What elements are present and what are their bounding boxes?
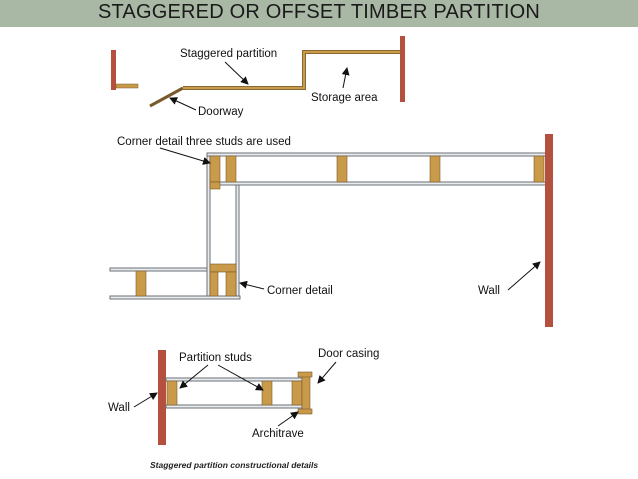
- stud: [166, 380, 178, 406]
- stud: [336, 155, 348, 183]
- label-corner-detail: Corner detail: [267, 285, 333, 297]
- door-casing: [301, 374, 311, 412]
- stud: [225, 271, 237, 297]
- label-wall-right: Wall: [478, 285, 500, 297]
- label-architrave: Architrave: [252, 428, 304, 440]
- wall-right: [545, 134, 553, 327]
- label-doorway: Doorway: [198, 106, 244, 118]
- stud: [291, 380, 303, 406]
- stud: [429, 155, 441, 183]
- corner-detail-drawing: [109, 134, 553, 327]
- stud: [135, 270, 147, 297]
- plan-stub: [115, 83, 139, 89]
- label-corner-three-studs: Corner detail three studs are used: [117, 136, 291, 148]
- stud: [209, 263, 237, 273]
- door-end-drawing: [158, 350, 313, 445]
- title-bar: [0, 0, 638, 27]
- label-partition-studs: Partition studs: [179, 352, 252, 364]
- label-storage-area: Storage area: [311, 92, 378, 104]
- architrave-left: [297, 371, 313, 378]
- plan-view: [111, 36, 405, 108]
- stud: [261, 380, 273, 406]
- architrave-right: [297, 408, 313, 415]
- stud: [533, 155, 545, 183]
- label-staggered-partition: Staggered partition: [180, 48, 277, 60]
- stud: [209, 155, 221, 183]
- wall-left: [158, 350, 166, 445]
- diagram-caption: Staggered partition constructional detai…: [150, 460, 318, 470]
- plan-left-wall: [111, 50, 116, 90]
- stud: [209, 271, 219, 297]
- plan-right-wall: [400, 36, 405, 102]
- door-leaf: [149, 86, 184, 108]
- stud: [209, 181, 221, 190]
- stud: [225, 155, 237, 183]
- label-door-casing: Door casing: [318, 348, 379, 360]
- label-wall-left: Wall: [108, 402, 130, 414]
- slide-title: STAGGERED OR OFFSET TIMBER PARTITION: [97, 1, 541, 23]
